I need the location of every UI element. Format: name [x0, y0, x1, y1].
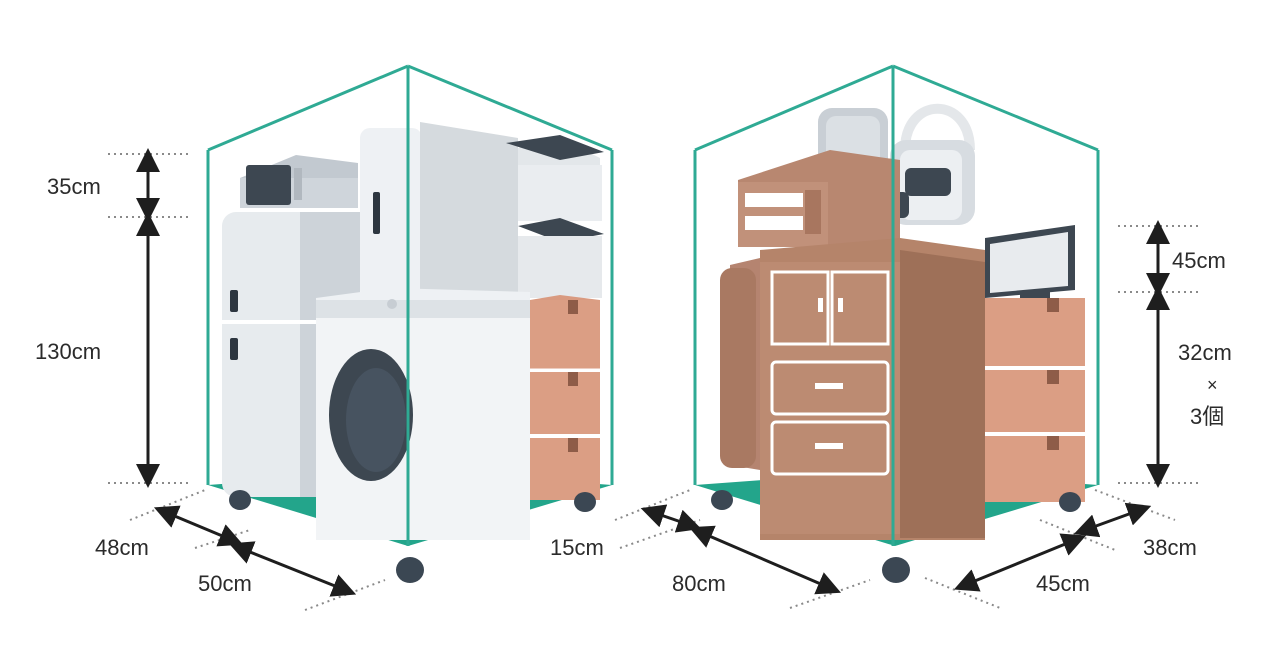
left-frame-back: [207, 64, 613, 152]
right-frame-back: [694, 64, 1099, 152]
right-box-height-label: 32cm: [1178, 340, 1232, 365]
wooden-cabinet-icon: [720, 238, 985, 540]
left-main-height-label: 130cm: [35, 339, 102, 364]
right-multiply-label: ×: [1207, 375, 1218, 395]
right-width-label: 45cm: [1036, 571, 1090, 596]
cardboard-box-icon: [530, 295, 600, 500]
washing-machine-icon: [316, 288, 530, 540]
left-top-height-label: 35cm: [47, 174, 101, 199]
monitor-icon: [985, 225, 1075, 300]
right-box-count-label: 3個: [1190, 404, 1225, 429]
left-depth-large-label: 50cm: [198, 571, 252, 596]
microwave-icon: [240, 155, 358, 208]
right-depth-small-label: 80cm: [672, 571, 726, 596]
left-width-label: 15cm: [550, 535, 604, 560]
right-storage-unit: [693, 64, 1100, 583]
chest-icon: [738, 150, 900, 247]
right-frame-front: [693, 66, 1100, 546]
left-frame-front: [206, 66, 614, 546]
dimension-arrows: [136, 148, 1170, 597]
storage-bin-icon: [506, 135, 604, 298]
right-top-height-label: 45cm: [1172, 248, 1226, 273]
right-depth-label: 38cm: [1143, 535, 1197, 560]
left-storage-unit: [206, 64, 614, 583]
tall-refrigerator-icon: [360, 122, 518, 300]
left-casters: [229, 490, 596, 583]
left-depth-small-label: 48cm: [95, 535, 149, 560]
cardboard-box-icon: [985, 298, 1085, 502]
